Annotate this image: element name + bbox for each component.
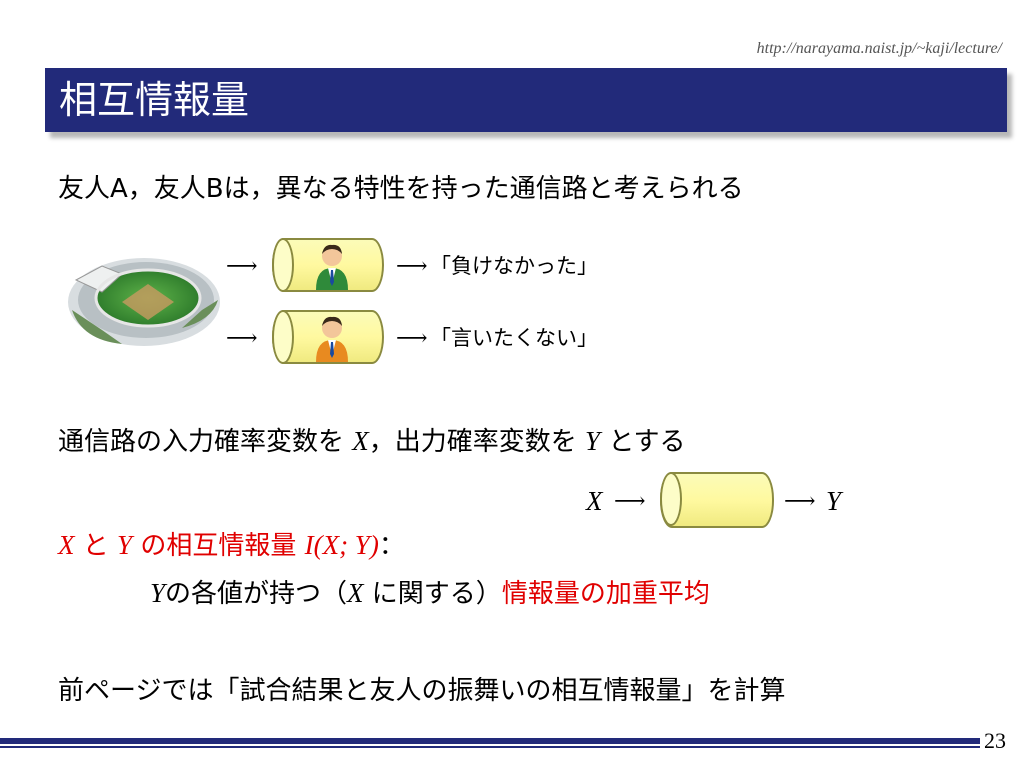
var-y: Y [585,426,601,456]
previous-page-note: 前ページでは「試合結果と友人の振舞いの相互情報量」を計算 [58,676,786,706]
diagram-y-label: Y [826,486,842,516]
diagram-input-arrow: ⟶ [614,489,646,514]
weighted-average-phrase: 情報量の加重平均 [501,579,710,609]
title-bar: 相互情報量 [45,68,1007,132]
mi-heading: X と Y の相互情報量 I(X; Y)： [58,530,405,561]
output-arrow-1: ⟶ [396,254,428,279]
diagram-output-arrow: ⟶ [784,489,816,514]
footer-line [0,746,980,748]
footer-bar [0,738,980,744]
mi-definition: Yの各値が持つ（X に関する）情報量の加重平均 [150,578,710,609]
channel-cylinder-diagram [660,472,774,528]
person-icon-green [316,244,348,290]
page-number: 23 [984,728,1006,753]
intro-line: 友人A，友人Bは，異なる特性を持った通信路と考えられる [58,174,744,204]
output-arrow-2: ⟶ [396,326,428,351]
var-x: X [352,426,369,456]
stadium-image [68,258,220,346]
diagram-x-label: X [586,486,603,516]
person-icon-orange [316,316,348,362]
input-arrow-1: ⟶ [226,254,258,279]
mi-formula: I(X; Y) [304,530,379,560]
output-label-1: 「負けなかった」 [430,254,598,278]
output-label-2: 「言いたくない」 [430,326,598,350]
channel-cylinder-1 [272,238,384,292]
slide-title: 相互情報量 [59,78,250,122]
input-arrow-2: ⟶ [226,326,258,351]
source-url: http://narayama.naist.jp/~kaji/lecture/ [756,40,1002,57]
variables-line: 通信路の入力確率変数を X，出力確率変数を Y とする [58,426,686,457]
